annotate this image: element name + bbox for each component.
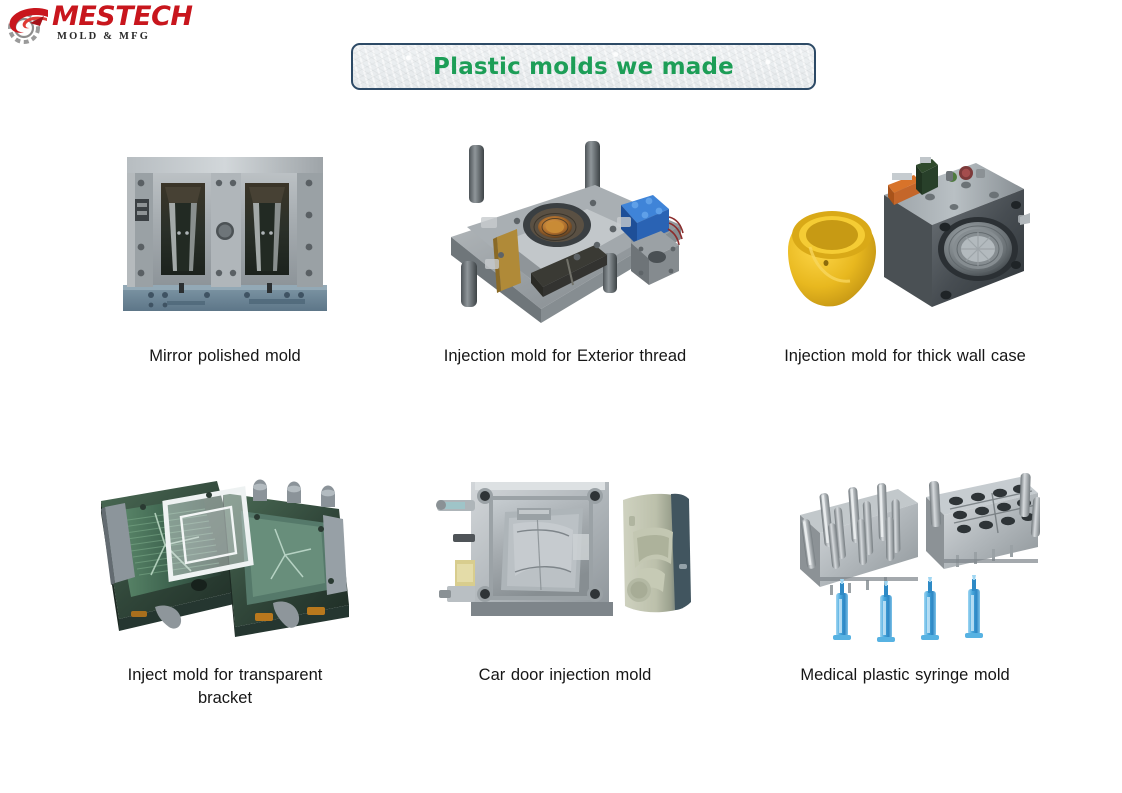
exterior-thread-mold-photo xyxy=(415,130,715,335)
syringe-mold-photo xyxy=(755,449,1055,654)
gallery-item-caption: Injection mold for Exterior thread xyxy=(443,347,687,365)
gallery-item-caption: Car door injection mold xyxy=(478,666,652,685)
gallery-item-caption: Medical plastic syringe mold xyxy=(800,666,1010,685)
gallery-item-caption: Inject mold for transparent bracket xyxy=(127,666,323,707)
mold-gallery: Mirror polished mold xyxy=(0,130,1122,709)
thick-wall-case-mold-photo xyxy=(755,130,1055,335)
transparent-bracket-mold-photo xyxy=(75,449,375,654)
gallery-item: Inject mold for transparent bracket xyxy=(55,449,395,709)
gallery-row: Mirror polished mold xyxy=(55,130,1075,367)
page-title: Plastic molds we made xyxy=(433,53,734,80)
slide-title-banner: Plastic molds we made xyxy=(351,43,816,90)
gallery-item: Car door injection mold xyxy=(395,449,735,709)
gallery-item: Injection mold for Exterior thread xyxy=(395,130,735,367)
gallery-item: Medical plastic syringe mold xyxy=(735,449,1075,709)
car-door-mold-photo xyxy=(415,449,715,654)
gallery-row: Inject mold for transparent bracket xyxy=(55,449,1075,709)
logo-wordmark: MESTECH xyxy=(52,1,193,32)
company-logo: MESTECH MOLD & MFG xyxy=(4,2,204,50)
mirror-polished-mold-photo xyxy=(75,130,375,335)
gallery-item-caption: Mirror polished mold xyxy=(149,347,301,365)
gear-swoosh-icon xyxy=(4,4,54,46)
gallery-item: Mirror polished mold xyxy=(55,130,395,367)
gallery-item: Injection mold for thick wall case xyxy=(735,130,1075,367)
gallery-item-caption: Injection mold for thick wall case xyxy=(784,347,1026,365)
logo-tagline: MOLD & MFG xyxy=(57,31,151,42)
